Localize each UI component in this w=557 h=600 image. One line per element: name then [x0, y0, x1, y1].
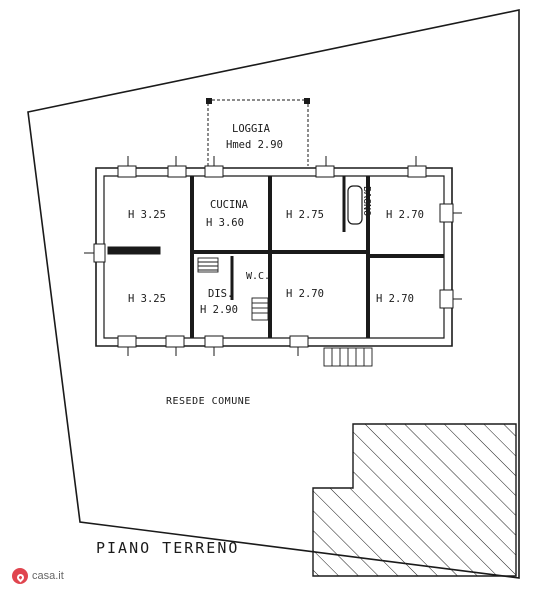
windows [93, 165, 454, 348]
cucina-height: H 3.60 [206, 217, 244, 229]
bagno-label: BAGNO [361, 186, 372, 216]
dis-label: DIS. [208, 288, 233, 300]
cucina-label: CUCINA [210, 199, 249, 211]
hatched-area [312, 423, 517, 577]
loggia [206, 98, 310, 166]
plan-title: PIANO TERRENO [96, 539, 239, 557]
wc-label: W.C. [246, 271, 270, 282]
room-right-top-height: H 2.70 [386, 209, 424, 221]
resede-label: RESEDE COMUNE [166, 396, 251, 407]
watermark: casa.it [12, 568, 64, 584]
casa-logo-icon [12, 568, 28, 584]
stairs [197, 257, 373, 367]
dis-height: H 2.90 [200, 304, 238, 316]
watermark-text: casa.it [32, 570, 64, 582]
building-walls [95, 167, 453, 347]
room-left-top-height: H 3.25 [128, 209, 166, 221]
property-boundary [27, 9, 520, 579]
loggia-label: LOGGIA [232, 123, 271, 135]
bagno-fixture [347, 185, 363, 225]
room-275-height: H 2.75 [286, 209, 324, 221]
room-left-bottom-height: H 3.25 [128, 293, 166, 305]
loggia-height: Hmed 2.90 [226, 139, 283, 151]
room-right-bottom-height: H 2.70 [376, 293, 414, 305]
room-center-bottom-height: H 2.70 [286, 288, 324, 300]
ticks [84, 156, 462, 356]
